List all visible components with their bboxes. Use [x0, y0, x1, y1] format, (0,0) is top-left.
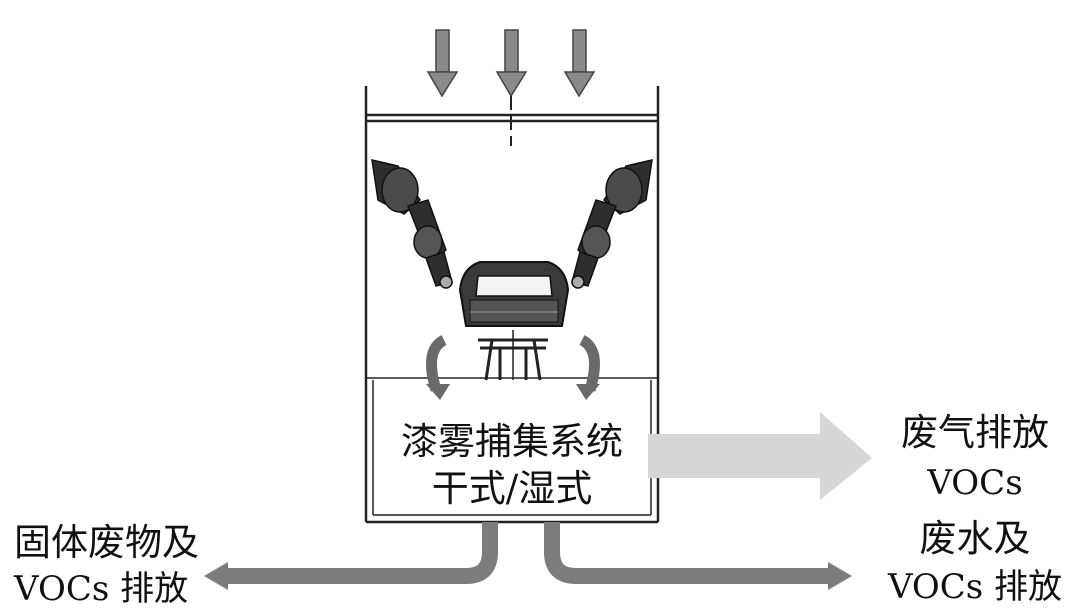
waste-water-vocs-label: VOCs 排放: [887, 567, 1063, 607]
left-robot-arm: [371, 159, 453, 289]
circulation-arrow-right: [576, 335, 600, 400]
solid-waste-label: 固体废物及: [14, 521, 199, 564]
solid-waste-vocs-label: VOCs 排放: [14, 569, 189, 609]
airflow-arrow-left: [426, 29, 459, 98]
dry-wet-type-label: 干式/湿式: [431, 467, 593, 510]
solid-waste-arrow: [204, 522, 498, 590]
car-body: [458, 261, 570, 327]
paint-mist-capture-label: 漆雾捕集系统: [401, 420, 623, 463]
exhaust-gas-arrow: [648, 412, 872, 500]
exhaust-gas-label: 废气排放: [901, 411, 1049, 454]
exhaust-gas-vocs-label: VOCs: [927, 463, 1023, 503]
right-robot-arm: [571, 159, 653, 289]
waste-water-label: 废水及: [919, 517, 1031, 560]
circulation-arrow-left: [426, 335, 450, 400]
airflow-arrow-right: [563, 29, 596, 98]
booth-outline: [364, 86, 660, 524]
waste-water-arrow: [544, 522, 852, 590]
car-stand: [478, 330, 548, 381]
airflow-arrow-center: [495, 29, 528, 98]
